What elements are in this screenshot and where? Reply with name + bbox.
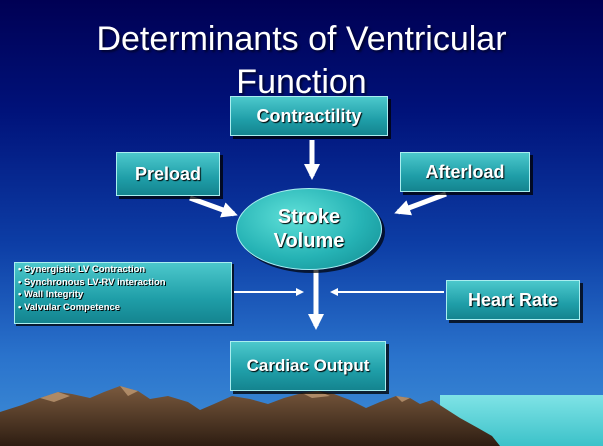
heart-rate-box: Heart Rate [446, 280, 580, 320]
preload-box: Preload [116, 152, 220, 196]
stroke-volume-ellipse: Stroke Volume [236, 188, 382, 270]
stroke-volume-label-line-2: Volume [274, 229, 345, 253]
factor-item: • Valvular Competence [18, 302, 228, 315]
factor-item: • Synergistic LV Contraction [18, 264, 228, 277]
ventricular-factors-box: • Synergistic LV Contraction • Synchrono… [14, 262, 232, 324]
mountain-range [0, 386, 500, 446]
factor-item: • Wall Integrity [18, 289, 228, 302]
slide-title-line-1: Determinants of Ventricular [0, 20, 603, 58]
afterload-box: Afterload [400, 152, 530, 192]
stroke-volume-label-line-1: Stroke [278, 205, 340, 229]
factor-item: • Synchronous LV-RV interaction [18, 277, 228, 290]
contractility-box: Contractility [230, 96, 388, 136]
cardiac-output-box: Cardiac Output [230, 341, 386, 391]
